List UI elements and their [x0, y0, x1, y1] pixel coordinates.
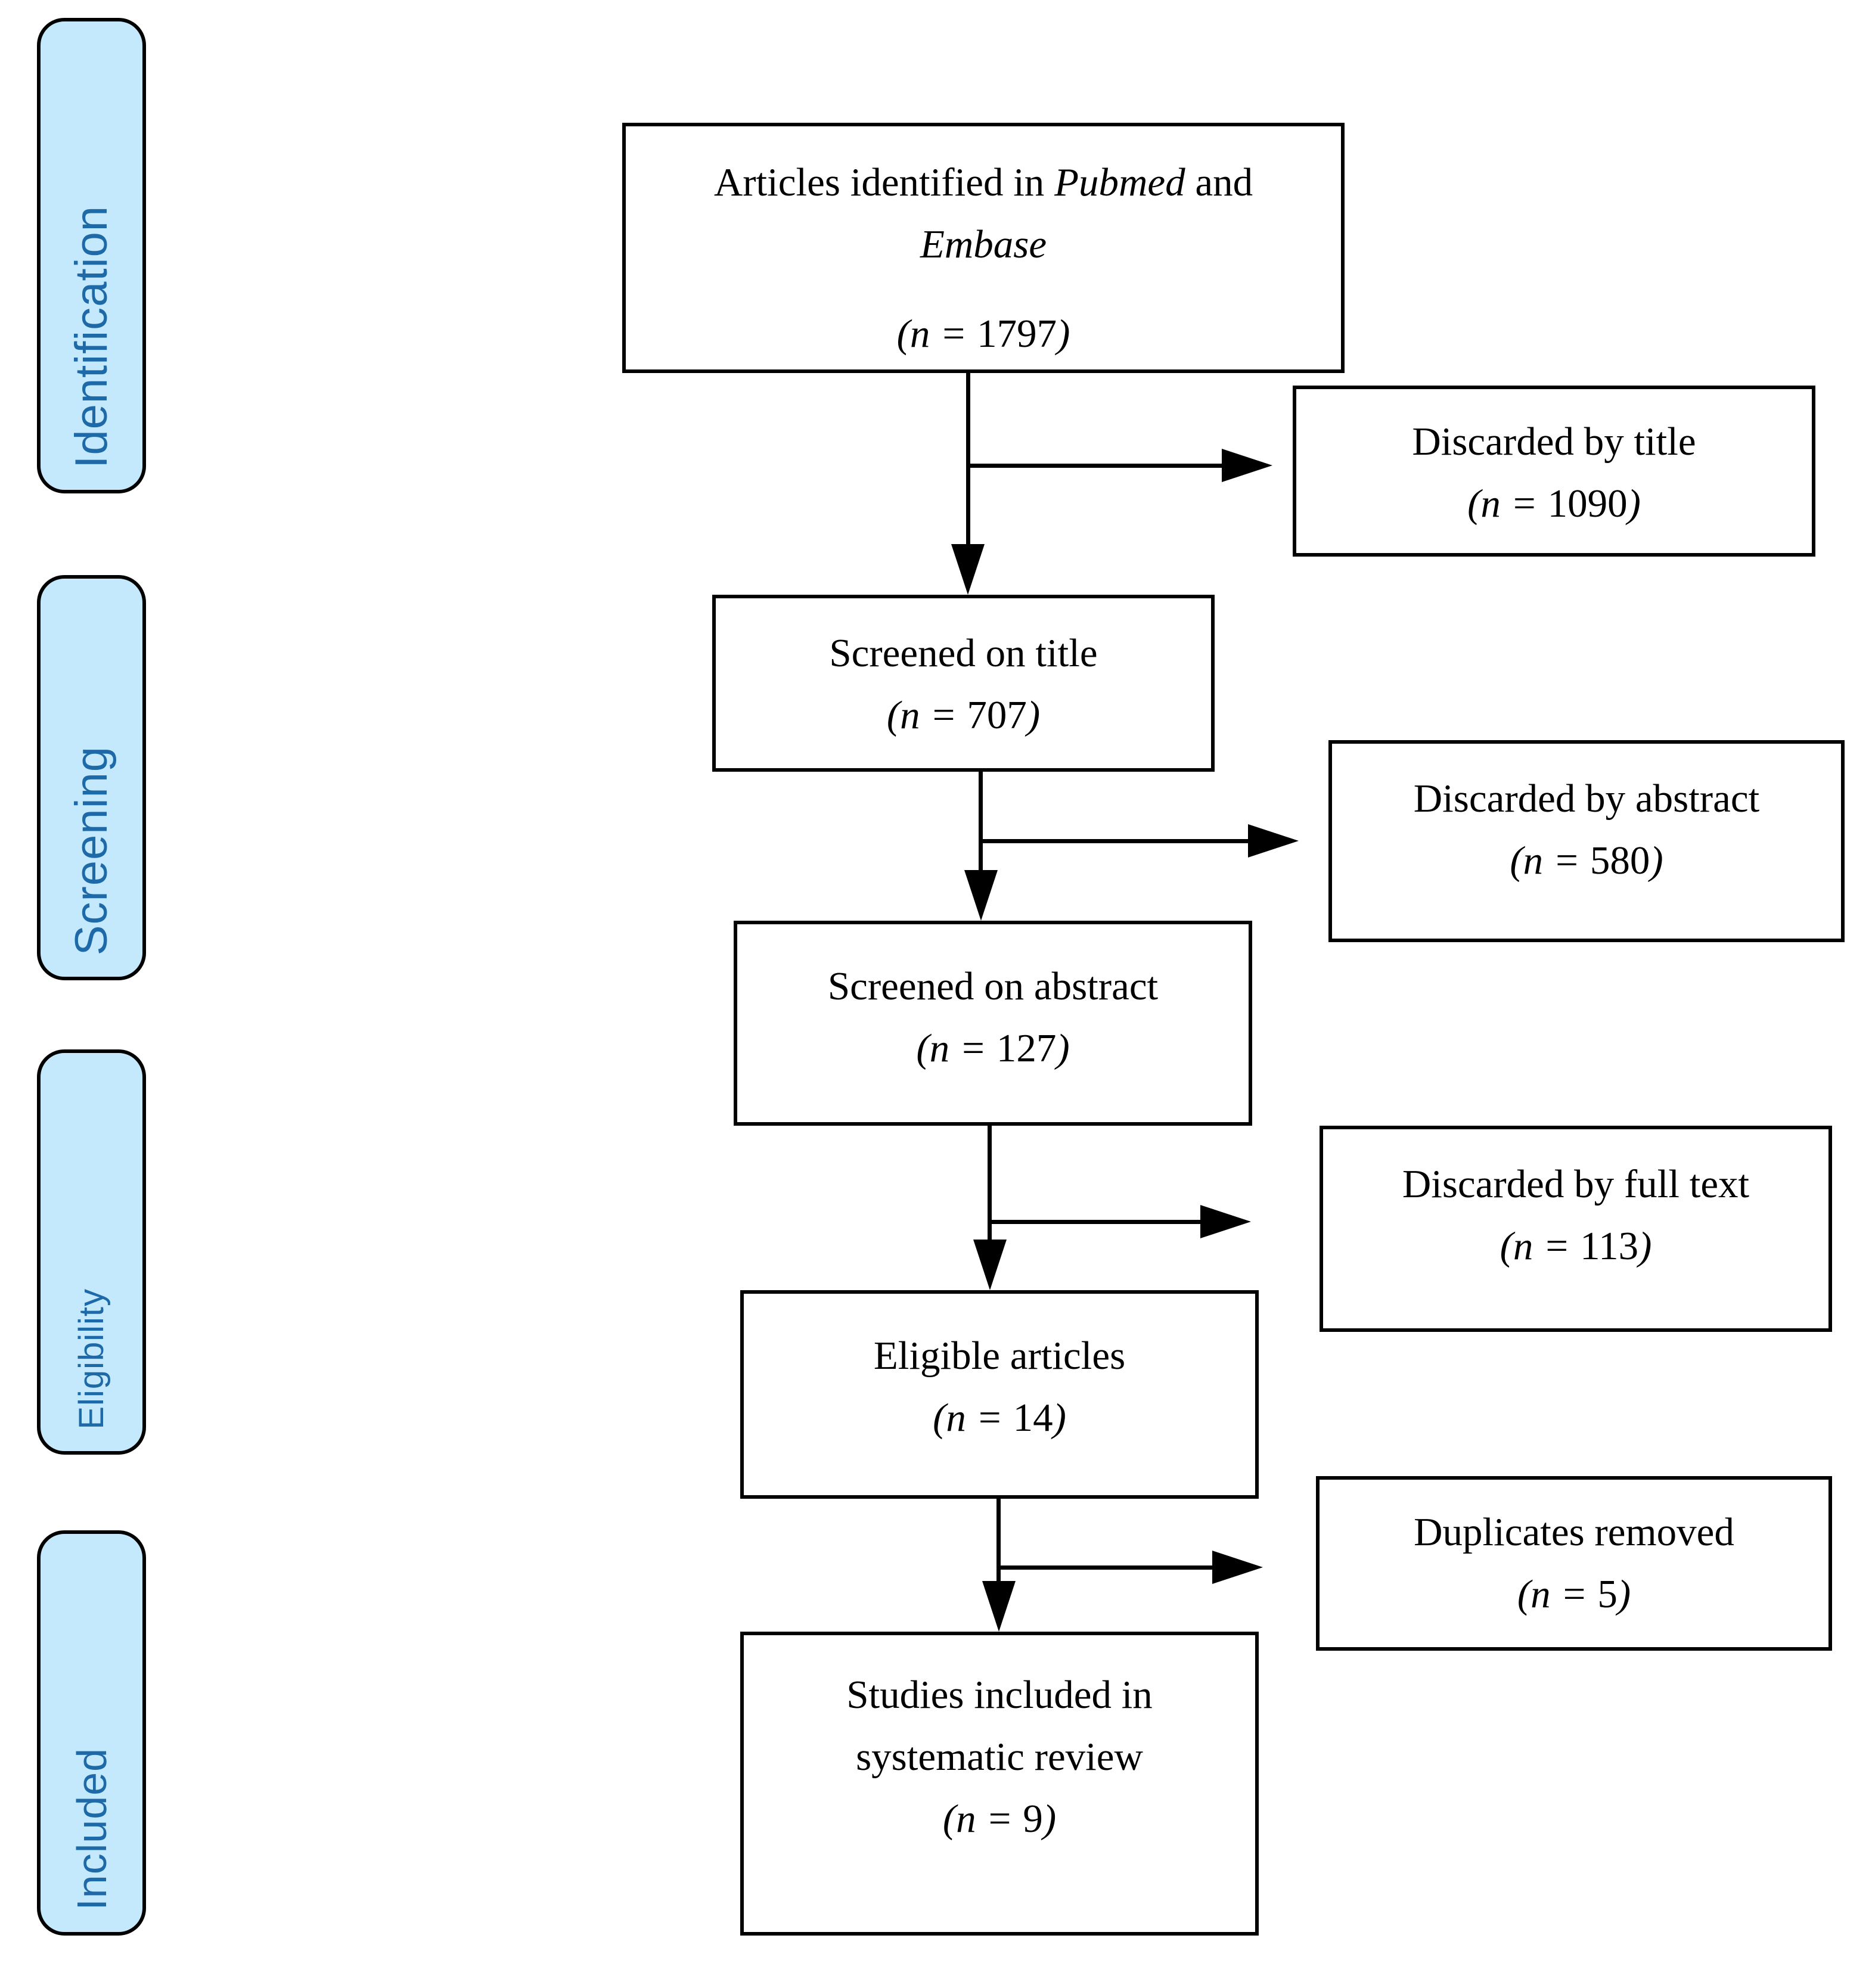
flow-box-studies-included: Studies included in systematic review (n…	[740, 1632, 1259, 1936]
title-text: and	[1185, 160, 1253, 204]
flow-box-title: Eligible articles	[874, 1325, 1125, 1387]
count-open: (n =	[933, 1396, 1013, 1440]
count-close: )	[1042, 1797, 1057, 1841]
title-italic: Embase	[920, 222, 1047, 266]
flow-box-eligible-articles: Eligible articles (n = 14)	[740, 1290, 1259, 1499]
count-value: 113	[1580, 1224, 1639, 1268]
title-italic: Pubmed	[1054, 160, 1185, 204]
arrowhead-right-to-duplicates-removed	[1212, 1551, 1263, 1584]
count-open: (n =	[1517, 1572, 1598, 1616]
title-text: systematic review	[856, 1735, 1143, 1779]
count-close: )	[1056, 1026, 1070, 1070]
flow-box-duplicates-removed: Duplicates removed (n = 5)	[1316, 1476, 1832, 1651]
connector-v-eligible-to-included	[996, 1499, 1001, 1583]
arrowhead-down-into-screened-abstract	[964, 870, 998, 921]
count-value: 580	[1590, 838, 1650, 883]
flow-box-title: Studies included in	[846, 1664, 1153, 1726]
count-open: (n =	[886, 693, 967, 737]
count-open: (n =	[916, 1026, 996, 1070]
arrowhead-right-to-discarded-by-title	[1222, 449, 1272, 482]
arrowhead-right-to-discarded-by-full-text	[1200, 1205, 1251, 1238]
count-close: )	[1057, 312, 1070, 356]
connector-h-to-discarded-by-title	[966, 464, 1224, 468]
count-value: 5	[1597, 1572, 1618, 1616]
stage-label-screening: Screening	[37, 575, 146, 980]
stage-label-text: Identification	[66, 206, 117, 468]
flow-box-count: (n = 127)	[916, 1017, 1069, 1079]
flow-box-count: (n = 5)	[1517, 1563, 1631, 1625]
flow-box-screened-on-abstract: Screened on abstract (n = 127)	[734, 921, 1252, 1126]
count-open: (n =	[896, 312, 977, 356]
count-close: )	[1617, 1572, 1631, 1616]
count-value: 14	[1013, 1396, 1053, 1440]
count-value: 127	[996, 1026, 1057, 1070]
flow-box-title: Discarded by abstract	[1414, 768, 1759, 830]
count-value: 707	[967, 693, 1027, 737]
flow-box-discarded-by-title: Discarded by title (n = 1090)	[1293, 386, 1815, 557]
flow-box-discarded-by-abstract: Discarded by abstract (n = 580)	[1328, 740, 1845, 942]
flow-box-count: (n = 113)	[1500, 1215, 1652, 1277]
stage-label-identification: Identification	[37, 18, 146, 493]
flow-box-discarded-by-full-text: Discarded by full text (n = 113)	[1320, 1126, 1832, 1332]
arrowhead-down-into-included	[982, 1581, 1016, 1632]
title-text: Articles identified in	[713, 160, 1055, 204]
flow-box-title: Articles identified in Pubmed and	[714, 151, 1253, 213]
title-text: Discarded by abstract	[1413, 776, 1760, 821]
count-open: (n =	[1500, 1224, 1581, 1268]
stage-label-text: Screening	[66, 746, 117, 955]
flow-box-count: (n = 14)	[933, 1387, 1066, 1449]
arrowhead-right-to-discarded-by-abstract	[1248, 824, 1299, 858]
flow-box-articles-identified: Articles identified in Pubmed and Embase…	[622, 123, 1345, 373]
connector-v-screened-abstract-to-eligible	[988, 1126, 992, 1241]
flow-box-count: (n = 1090)	[1467, 473, 1641, 535]
flow-box-title-line2: Embase	[920, 213, 1047, 275]
count-close: )	[1650, 838, 1663, 883]
count-value: 1797	[977, 312, 1057, 356]
stage-label-eligibility: Eligibility	[37, 1049, 146, 1455]
flow-box-screened-on-title: Screened on title (n = 707)	[712, 595, 1215, 772]
stage-label-included: Included	[37, 1530, 146, 1936]
count-value: 1090	[1547, 482, 1628, 526]
count-close: )	[1638, 1224, 1652, 1268]
connector-v-screened-title-to-screened-abstract	[979, 772, 983, 872]
title-text: Studies included in	[846, 1673, 1153, 1717]
title-text: Screened on title	[829, 631, 1098, 675]
connector-v-identified-to-screened-title	[966, 373, 970, 546]
title-text: Discarded by title	[1412, 420, 1696, 464]
flow-box-title: Discarded by title	[1412, 411, 1696, 473]
title-text: Eligible articles	[873, 1334, 1126, 1378]
arrowhead-down-into-eligible	[973, 1240, 1007, 1290]
flow-box-title: Discarded by full text	[1402, 1153, 1749, 1215]
stage-label-text: Eligibility	[72, 1288, 111, 1430]
flow-box-count: (n = 707)	[887, 684, 1040, 746]
count-value: 9	[1023, 1797, 1043, 1841]
flow-box-count: (n = 580)	[1510, 830, 1663, 892]
count-open: (n =	[1467, 482, 1548, 526]
stage-label-text: Included	[68, 1748, 115, 1911]
title-text: Discarded by full text	[1402, 1162, 1750, 1206]
flow-box-title-line2: systematic review	[856, 1726, 1143, 1788]
flow-box-count: (n = 1797)	[897, 303, 1070, 365]
connector-h-to-discarded-by-full-text	[988, 1220, 1202, 1224]
count-open: (n =	[1510, 838, 1590, 883]
connector-h-to-duplicates-removed	[996, 1565, 1214, 1570]
count-close: )	[1026, 693, 1041, 737]
connector-h-to-discarded-by-abstract	[979, 839, 1250, 843]
arrowhead-down-into-screened-title	[951, 544, 985, 595]
flow-box-count: (n = 9)	[943, 1788, 1056, 1850]
title-text: Duplicates removed	[1414, 1510, 1734, 1554]
title-text: Screened on abstract	[827, 964, 1159, 1008]
count-close: )	[1627, 482, 1641, 526]
flow-box-title: Duplicates removed	[1414, 1501, 1734, 1563]
flow-box-title: Screened on abstract	[828, 955, 1158, 1017]
count-open: (n =	[942, 1797, 1023, 1841]
count-close: )	[1053, 1396, 1066, 1440]
flow-box-title: Screened on title	[829, 622, 1097, 684]
